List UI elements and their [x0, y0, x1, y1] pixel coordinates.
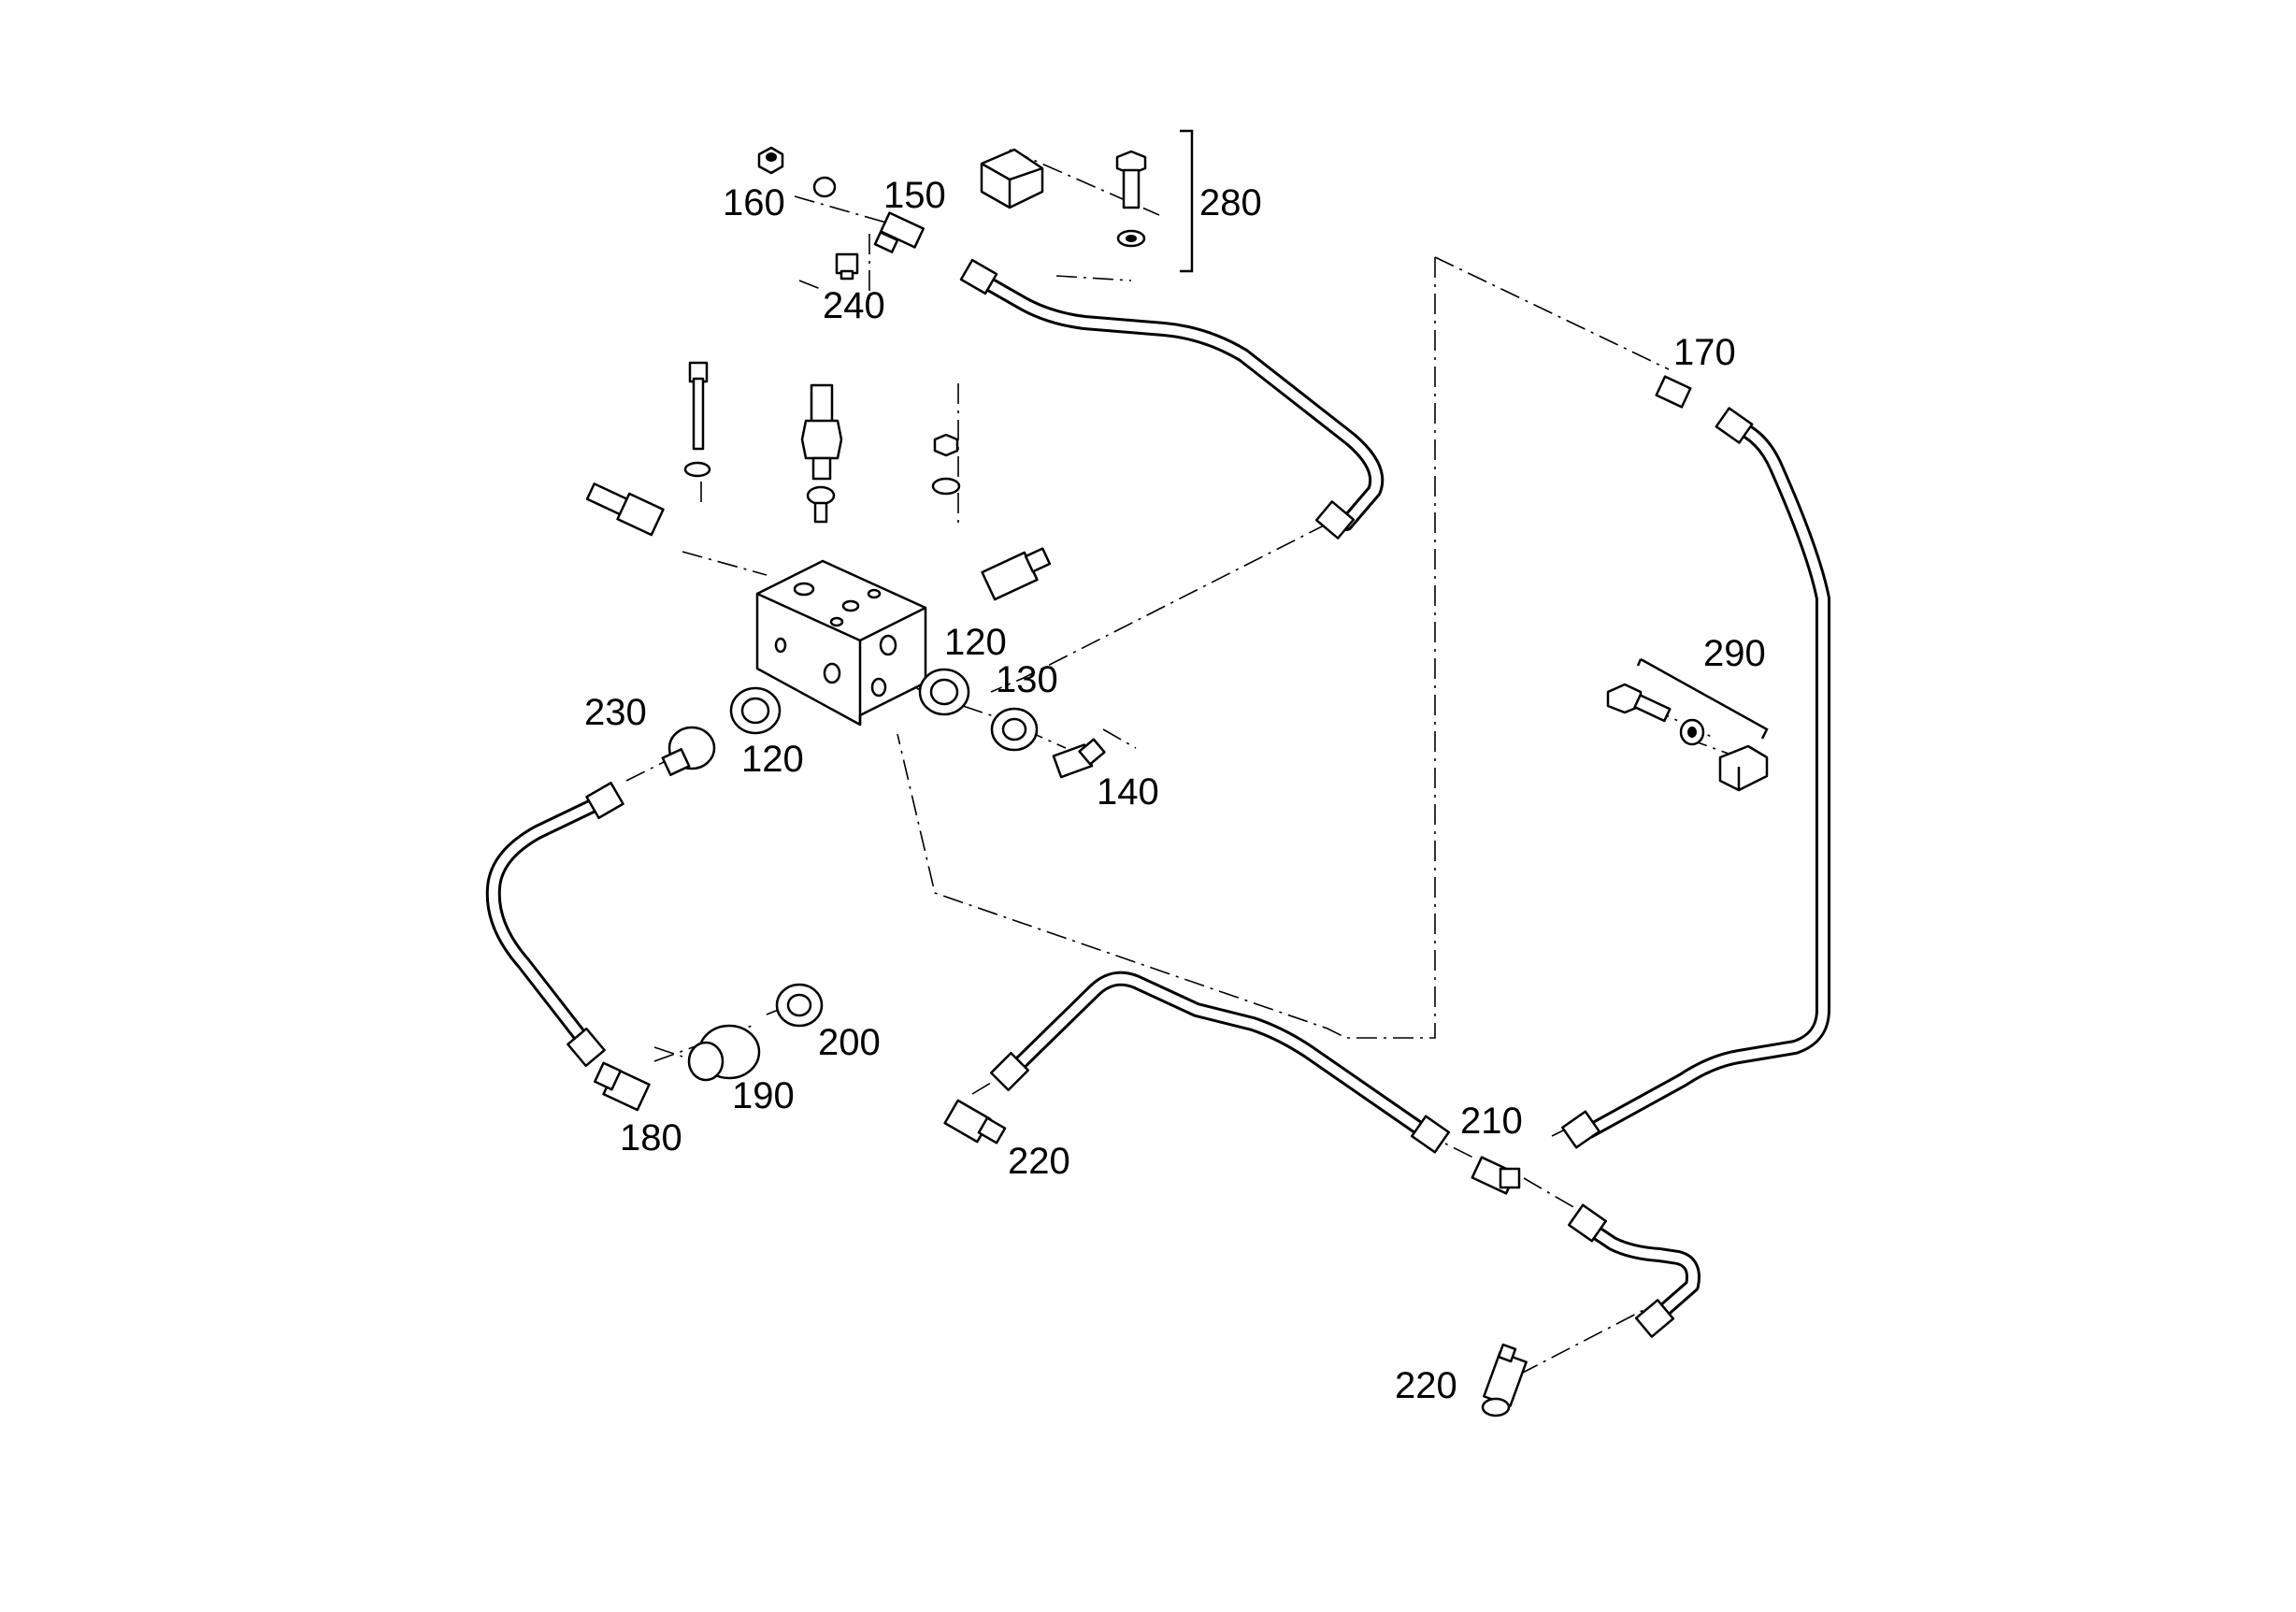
part-labels: 150 160 240 280 170 290 120 130 140 230 …: [584, 175, 1766, 1406]
label-130: 130: [996, 659, 1058, 700]
label-290: 290: [1703, 633, 1766, 674]
pipe-left: [485, 792, 613, 1055]
valve-block: [755, 559, 927, 727]
label-280: 280: [1199, 182, 1262, 223]
label-180: 180: [620, 1117, 682, 1159]
fittings: [585, 146, 1769, 1418]
label-140: 140: [1097, 771, 1159, 813]
label-120-left: 120: [741, 739, 804, 780]
label-210: 210: [1460, 1101, 1523, 1142]
label-170: 170: [1673, 332, 1736, 373]
pipe-right-long: [1582, 418, 1830, 1139]
pipe-nuts: [567, 258, 1754, 1338]
label-160: 160: [723, 182, 785, 223]
pipe-lower-middle: [1002, 971, 1438, 1144]
label-120-right: 120: [944, 622, 1007, 663]
label-230: 230: [584, 692, 647, 733]
group-brackets: [1180, 129, 1769, 740]
label-220-right: 220: [1395, 1365, 1457, 1406]
label-240: 240: [823, 285, 885, 326]
pipes: [485, 271, 1830, 1326]
label-150: 150: [883, 175, 946, 216]
label-220-left: 220: [1008, 1141, 1070, 1182]
label-200: 200: [818, 1022, 881, 1063]
label-190: 190: [732, 1075, 795, 1116]
